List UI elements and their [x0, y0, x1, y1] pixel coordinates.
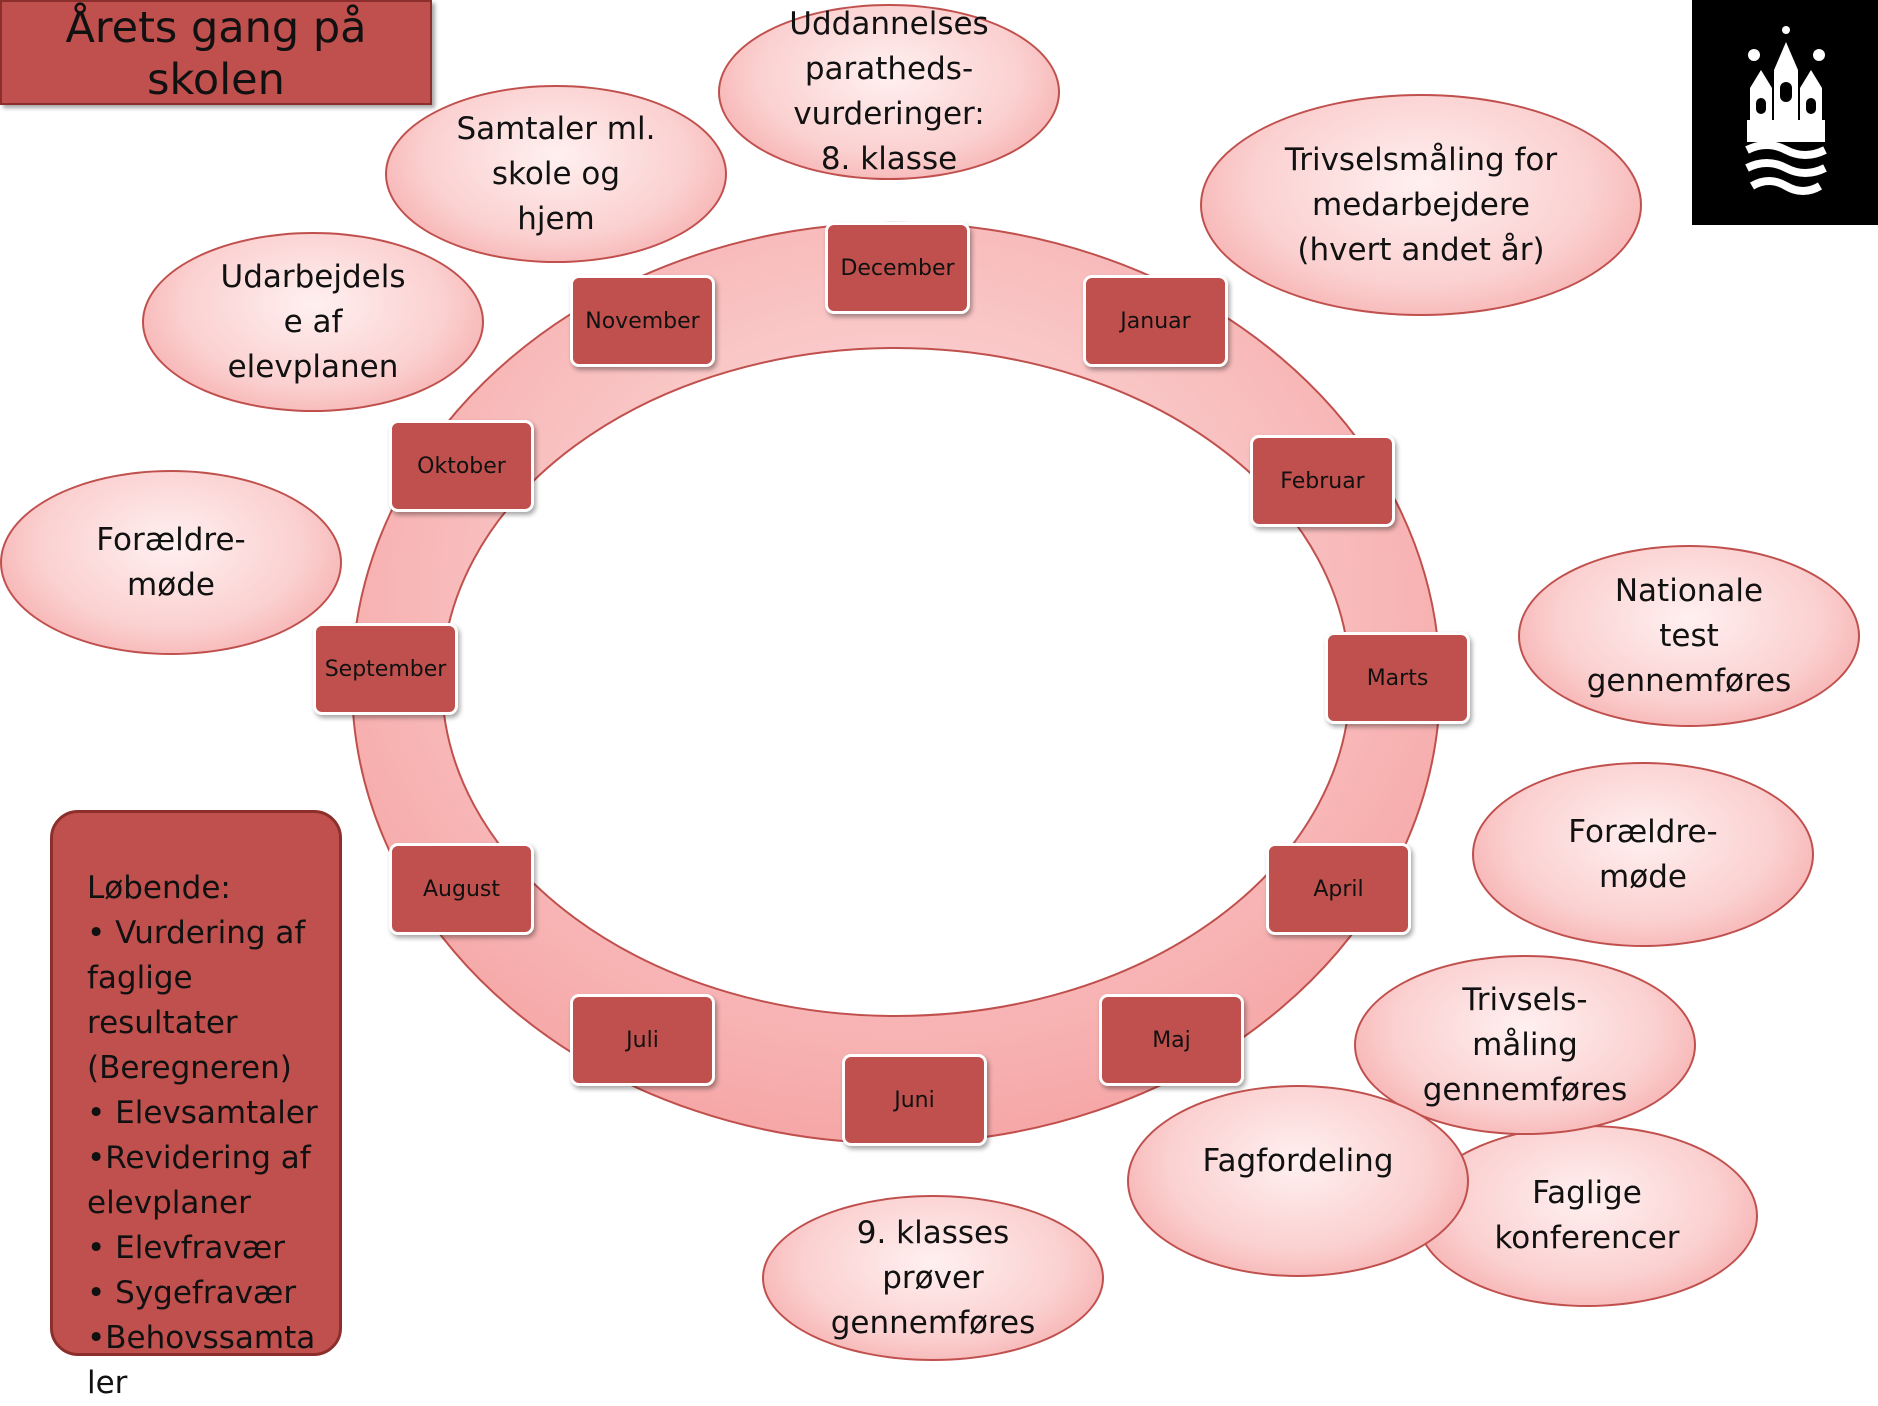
event-bubble-faglige-konferencer: Faglige konferencer [1416, 1125, 1758, 1307]
month-label: Maj [1152, 1027, 1191, 1053]
month-label: Marts [1366, 665, 1429, 691]
month-label: August [423, 876, 500, 902]
event-bubble-uddannelse: Uddannelses paratheds- vurderinger: 8. k… [718, 4, 1060, 180]
month-november: November [570, 275, 715, 367]
event-text: Forældre- møde [96, 521, 246, 603]
event-bubble-foraeldremoede-efteraar: Forældre- møde [0, 470, 342, 655]
event-text: Forældre- møde [1568, 813, 1718, 895]
event-text: Nationale test gennemføres [1586, 572, 1792, 699]
event-text: Samtaler ml. skole og hjem [456, 110, 656, 237]
month-januar: Januar [1083, 275, 1228, 367]
city-coat-of-arms-icon [1745, 26, 1827, 195]
event-bubble-trivselsmaaling: Trivsels- måling gennemføres [1354, 955, 1696, 1135]
event-bubble-fagfordeling: Fagfordeling [1127, 1085, 1469, 1277]
city-logo [1692, 0, 1878, 225]
ongoing-activities-text: Løbende: • Vurdering af faglige resultat… [87, 870, 318, 1401]
month-label: Juli [626, 1027, 659, 1053]
event-text: Faglige konferencer [1494, 1175, 1680, 1256]
month-juli: Juli [570, 994, 715, 1086]
month-label: Februar [1280, 468, 1365, 494]
month-august: August [389, 843, 534, 935]
event-bubble-nationale-test: Nationale test gennemføres [1518, 545, 1860, 727]
event-bubble-elevplan: Udarbejdels e af elevplanen [142, 232, 484, 412]
event-bubble-trivsel-medarbejdere: Trivselsmåling for medarbejdere (hvert a… [1200, 94, 1642, 316]
event-text: Fagfordeling [1202, 1142, 1394, 1179]
month-label: Januar [1120, 308, 1191, 334]
event-text: Trivsels- måling gennemføres [1422, 981, 1628, 1108]
month-maj: Maj [1099, 994, 1244, 1086]
event-text: Trivselsmåling for medarbejdere (hvert a… [1284, 141, 1558, 268]
month-label: Juni [894, 1087, 935, 1113]
month-april: April [1266, 843, 1411, 935]
month-juni: Juni [842, 1054, 987, 1146]
diagram-title: Årets gang på skolen [0, 0, 432, 105]
month-marts: Marts [1325, 632, 1470, 724]
event-text: Uddannelses paratheds- vurderinger: 8. k… [789, 6, 989, 177]
event-bubble-foraeldremoede-foraar: Forældre- møde [1472, 762, 1814, 947]
month-label: April [1313, 876, 1364, 902]
month-september: September [313, 623, 458, 715]
month-label: December [840, 255, 955, 281]
event-text: 9. klasses prøver gennemføres [830, 1214, 1036, 1341]
month-label: November [585, 308, 700, 334]
event-bubble-proever-9kl: 9. klasses prøver gennemføres [762, 1195, 1104, 1361]
month-oktober: Oktober [389, 420, 534, 512]
month-label: September [324, 656, 447, 682]
diagram-title-text: Årets gang på skolen [65, 3, 367, 105]
event-text: Udarbejdels e af elevplanen [220, 258, 406, 385]
month-label: Oktober [417, 453, 506, 479]
event-bubble-samtaler: Samtaler ml. skole og hjem [385, 85, 727, 263]
month-februar: Februar [1250, 435, 1395, 527]
month-december: December [825, 222, 970, 314]
ongoing-activities-box: Løbende: • Vurdering af faglige resultat… [50, 810, 342, 1401]
